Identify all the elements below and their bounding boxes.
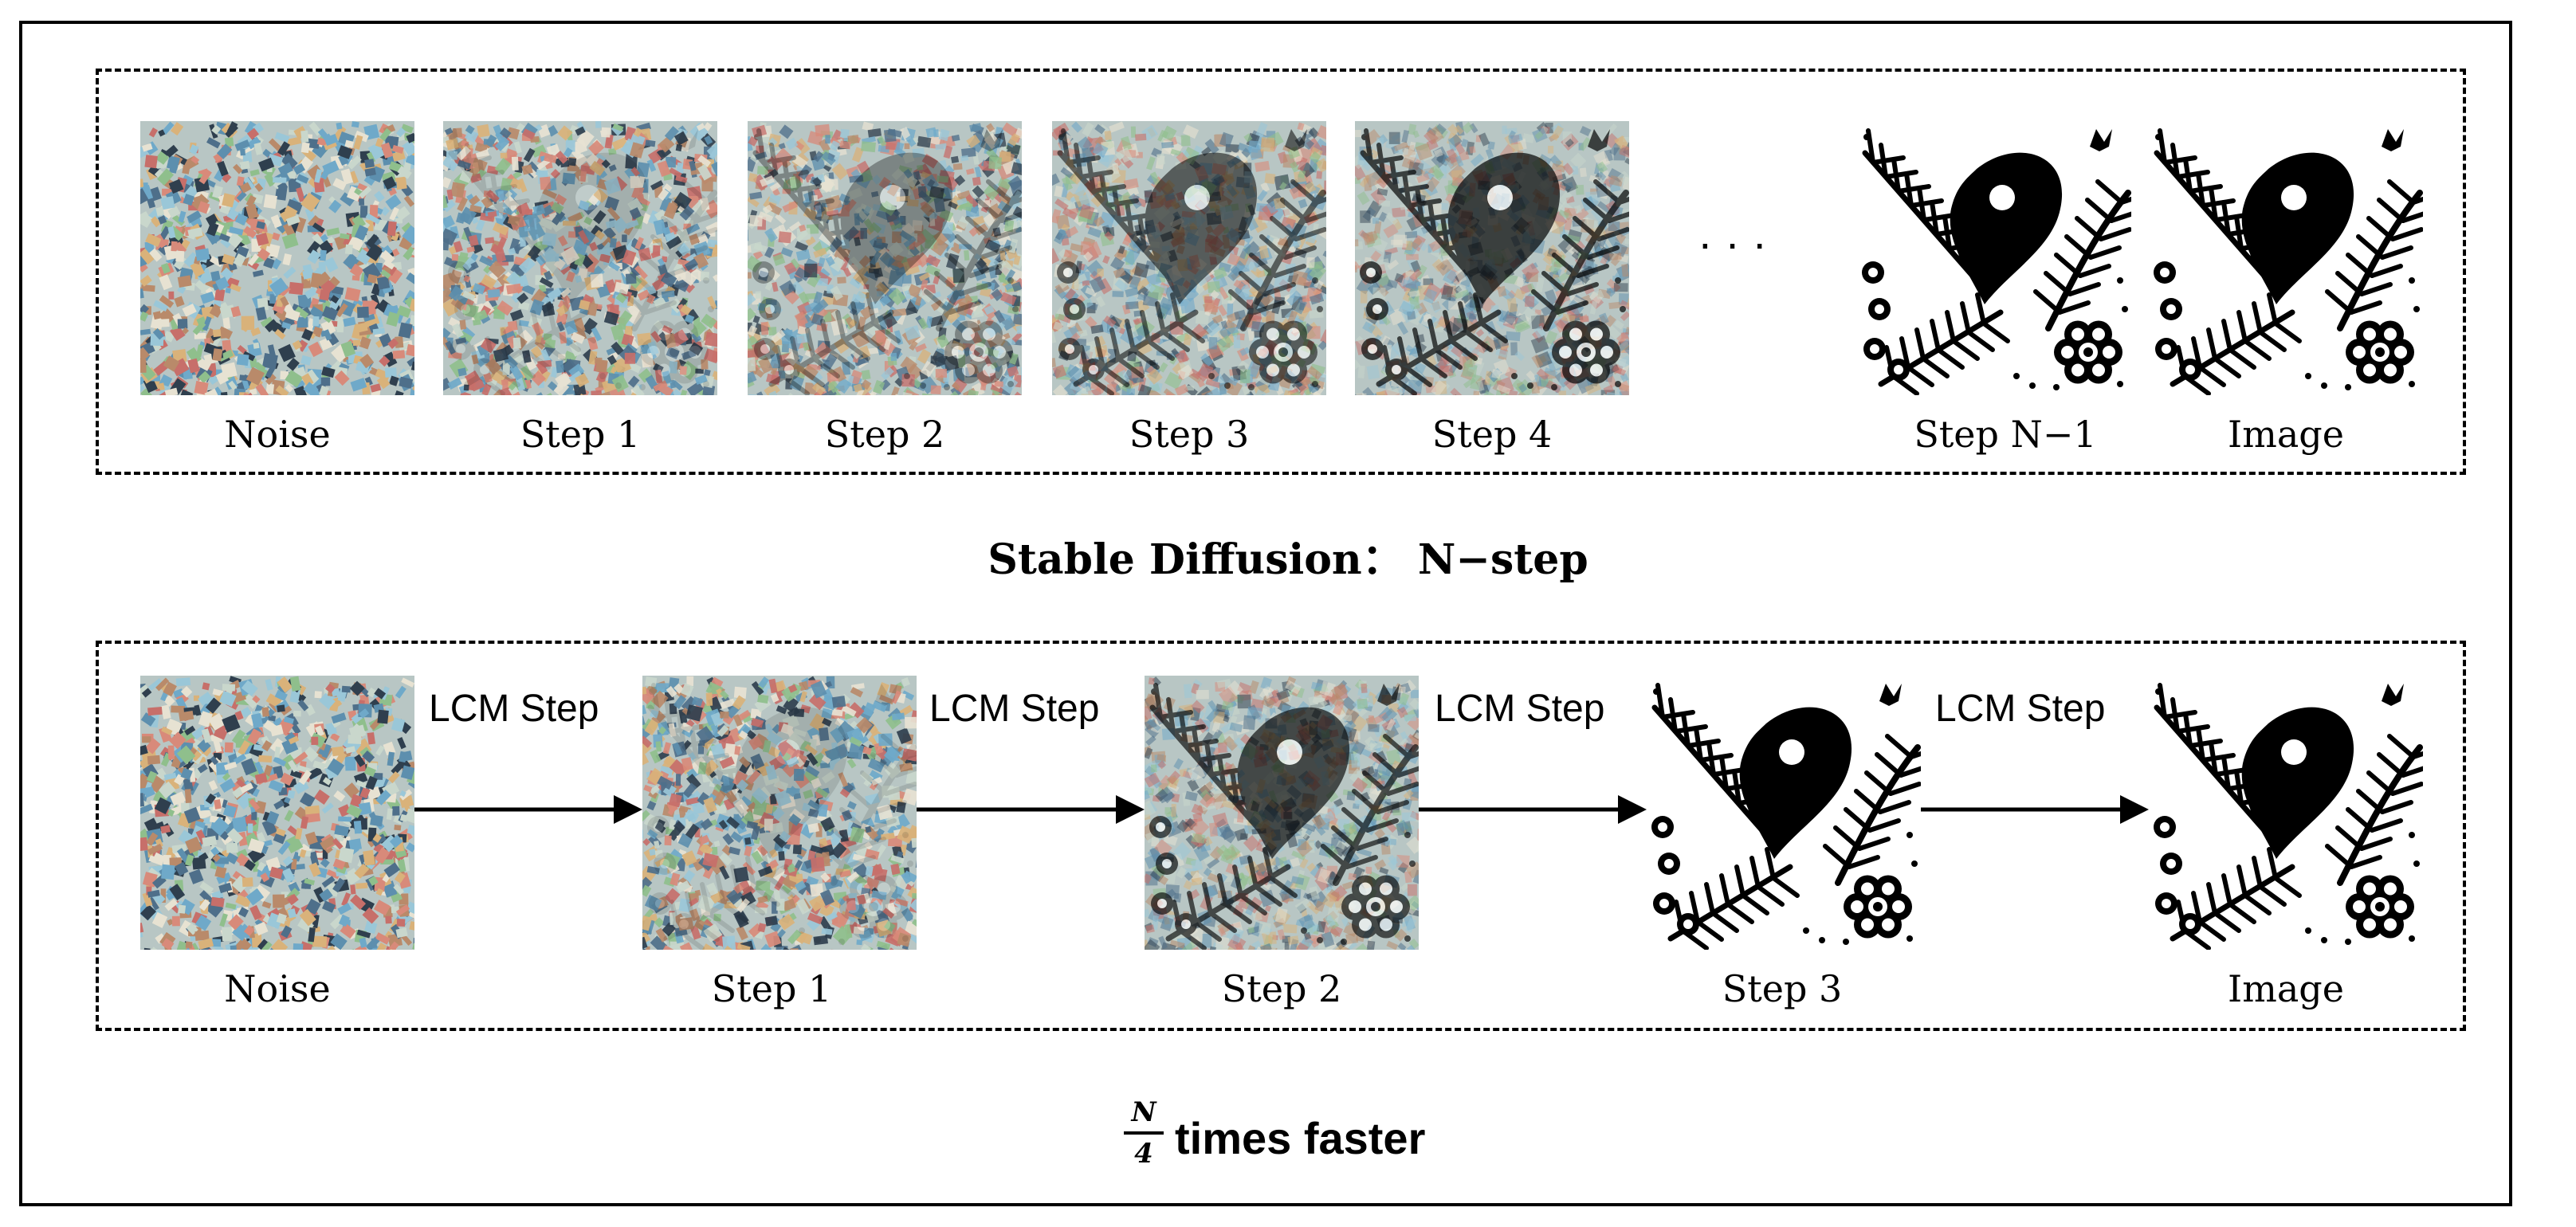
lcm-step-1-image [642,676,917,950]
sd-step-n-minus-1-image [1857,121,2131,395]
sd-label-image: Image [2228,413,2344,456]
sd-caption: Stable Diffusion： N−step [988,535,1588,584]
lcm-step-label-1: LCM Step [429,688,599,730]
sd-step-1-image [443,121,717,395]
sd-final-image [2149,121,2423,395]
lcm-arrow-1-head [614,795,642,824]
sd-label-step-1: Step 1 [520,413,641,456]
stable-diffusion-panel [96,69,2466,475]
lcm-caption: times faster [1175,1113,1426,1163]
lcm-arrow-2-head [1116,795,1145,824]
lcm-noise-image [140,676,414,950]
fraction-denominator: 4 [1134,1138,1153,1170]
sd-label-step-4: Step 4 [1431,413,1553,456]
lcm-arrow-4-head [2120,795,2149,824]
sd-label-noise: Noise [224,413,331,456]
sd-label-step-n-minus-1: Step N−1 [1914,413,2097,456]
sd-label-step-2: Step 2 [824,413,945,456]
ellipsis: · · · [1698,218,1768,268]
fraction-bar [1124,1131,1164,1135]
sd-noise-image [140,121,414,395]
lcm-label-step-3: Step 3 [1722,967,1843,1010]
sd-step-3-image [1052,121,1326,395]
lcm-label-image: Image [2228,967,2344,1010]
lcm-step-2-image [1145,676,1419,950]
lcm-step-label-4: LCM Step [1935,688,2106,730]
lcm-step-label-3: LCM Step [1435,688,1605,730]
lcm-step-3-image [1647,676,1921,950]
lcm-final-image [2149,676,2423,950]
sd-step-2-image [748,121,1022,395]
lcm-step-label-2: LCM Step [929,688,1100,730]
speedup-fraction: N 4 [1124,1096,1164,1170]
fraction-numerator: N [1131,1096,1156,1128]
lcm-label-step-1: Step 1 [711,967,832,1010]
lcm-panel [96,641,2466,1031]
sd-label-step-3: Step 3 [1129,413,1250,456]
lcm-label-step-2: Step 2 [1221,967,1342,1010]
lcm-label-noise: Noise [224,967,331,1010]
sd-step-4-image [1355,121,1629,395]
lcm-arrow-3-head [1618,795,1647,824]
figure-frame [19,21,2512,1206]
